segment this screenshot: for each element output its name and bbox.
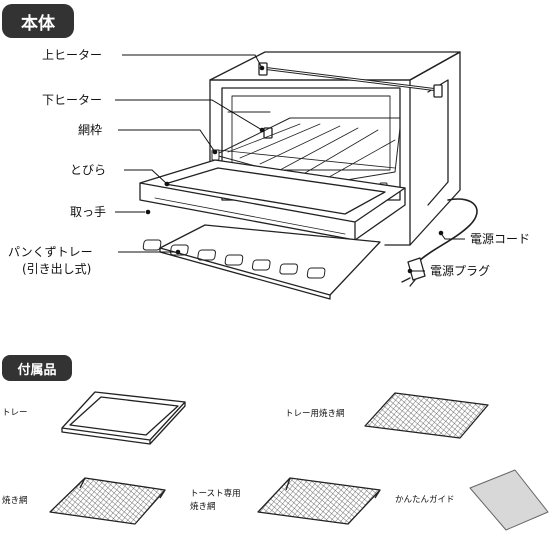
crumb-tray [159, 224, 381, 296]
tray-rack-illustration [364, 392, 489, 439]
grill-rack-illustration [49, 477, 166, 525]
label-tray: トレー [2, 408, 28, 418]
label-crumb-tray-sub: (引き出し式) [22, 262, 92, 276]
label-power-cord: 電源コード [470, 232, 531, 246]
label-crumb-tray: パンくずトレー [8, 245, 93, 259]
label-handle: 取っ手 [70, 205, 107, 219]
section-title-accessories: 付属品 [17, 362, 57, 378]
toast-rack-illustration [257, 477, 381, 525]
label-lower-heater: 下ヒーター [42, 93, 103, 107]
power-cord [417, 198, 478, 263]
label-power-plug: 電源プラグ [430, 264, 491, 278]
quick-guide-illustration [469, 469, 549, 531]
label-upper-heater: 上ヒーター [42, 48, 103, 62]
label-quick-guide: かんたんガイド [395, 495, 455, 505]
label-rack-frame: 網枠 [78, 123, 103, 137]
label-grill-rack: 焼き網 [2, 496, 28, 506]
label-tray-rack: トレー用焼き網 [285, 409, 345, 419]
label-door: とびら [70, 163, 107, 177]
label-toast-rack: トースト専用 [190, 489, 241, 499]
section-badge-accessories: 付属品 [2, 355, 72, 381]
power-plug [407, 257, 426, 281]
section-badge-main: 本体 [2, 4, 74, 38]
section-title-main: 本体 [21, 13, 55, 34]
door-handle [139, 182, 356, 241]
label-toast-rack-sub: 焼き網 [190, 502, 216, 512]
